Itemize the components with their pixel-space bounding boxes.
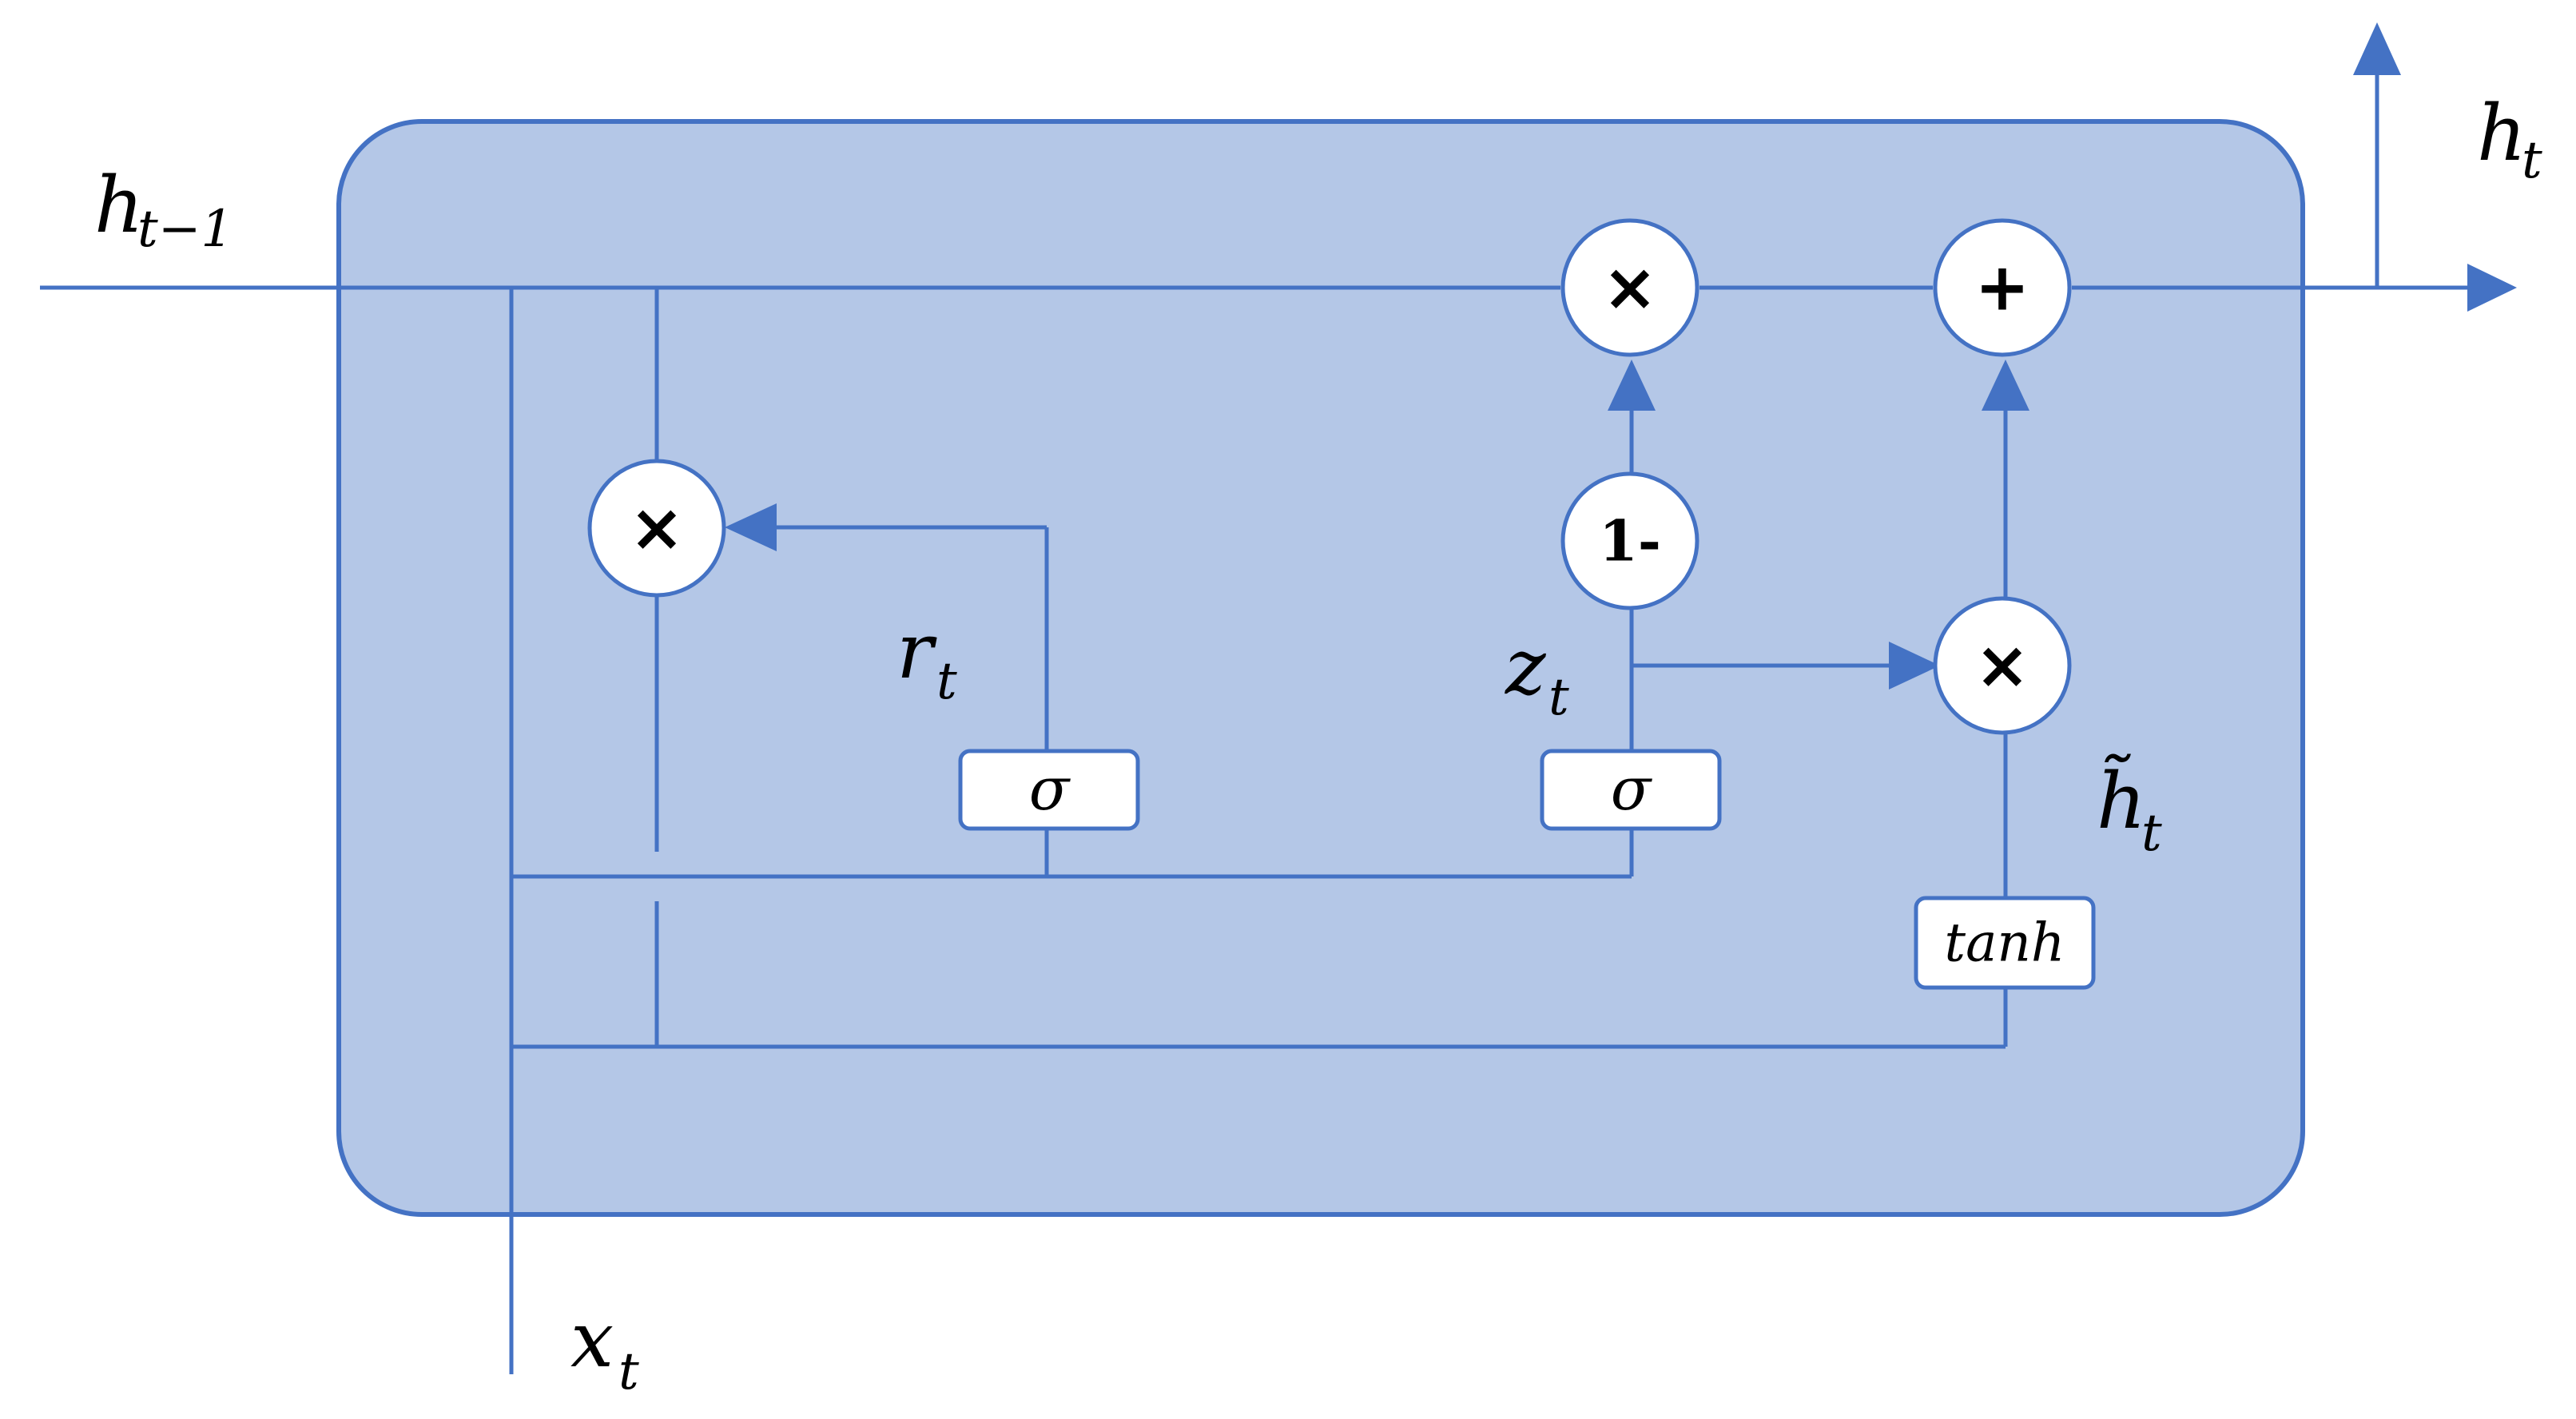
multiply-symbol: × bbox=[1603, 250, 1658, 326]
output-right-arrowhead bbox=[2467, 264, 2517, 312]
multiply-symbol: × bbox=[1975, 628, 2030, 704]
label-h-prev-sub: t−1 bbox=[137, 200, 233, 259]
reset-gate-arrowhead bbox=[725, 503, 777, 551]
label-z-gate-base: z bbox=[1505, 622, 1547, 712]
label-h-out-base: h bbox=[2477, 89, 2526, 178]
hidden-multiply-node: × bbox=[1560, 218, 1699, 357]
label-h-candidate-base: h̃ bbox=[2097, 754, 2146, 846]
label-r-gate: r t bbox=[896, 606, 957, 711]
sigma-label: σ bbox=[1611, 755, 1653, 824]
label-h-prev-base: h bbox=[94, 161, 144, 250]
add-node: + bbox=[1933, 218, 2072, 357]
label-x-in: x t bbox=[570, 1295, 639, 1401]
label-h-prev: h t−1 bbox=[94, 161, 233, 259]
reset-multiply-node: × bbox=[587, 459, 726, 598]
multiply-symbol: × bbox=[630, 491, 685, 566]
label-z-gate: z t bbox=[1505, 622, 1569, 727]
one-minus-symbol: 1- bbox=[1599, 508, 1661, 574]
label-r-gate-base: r bbox=[896, 606, 937, 696]
update-sigma-box: σ bbox=[1540, 749, 1722, 831]
output-up-arrowhead bbox=[2353, 22, 2401, 75]
update-right-arrowhead bbox=[1889, 642, 1940, 690]
candidate-up-arrowhead bbox=[1982, 360, 2029, 411]
label-z-gate-sub: t bbox=[1548, 668, 1569, 727]
label-r-gate-sub: t bbox=[936, 652, 957, 711]
gru-cell-box bbox=[336, 119, 2305, 1217]
one-minus-node: 1- bbox=[1560, 471, 1699, 610]
label-h-candidate-sub: t bbox=[2141, 804, 2162, 863]
reset-sigma-box: σ bbox=[958, 749, 1140, 831]
label-x-in-base: x bbox=[570, 1295, 614, 1385]
candidate-multiply-node: × bbox=[1933, 596, 2072, 735]
label-h-candidate: h̃ t bbox=[2097, 754, 2162, 863]
tanh-label: tanh bbox=[1945, 912, 2065, 974]
sigma-label: σ bbox=[1029, 755, 1071, 824]
tanh-box: tanh bbox=[1914, 896, 2096, 990]
label-h-out: h t bbox=[2477, 89, 2542, 190]
label-h-out-sub: t bbox=[2522, 131, 2542, 190]
update-up-arrowhead bbox=[1608, 360, 1656, 411]
label-x-in-sub: t bbox=[618, 1342, 639, 1401]
add-symbol: + bbox=[1975, 250, 2030, 326]
